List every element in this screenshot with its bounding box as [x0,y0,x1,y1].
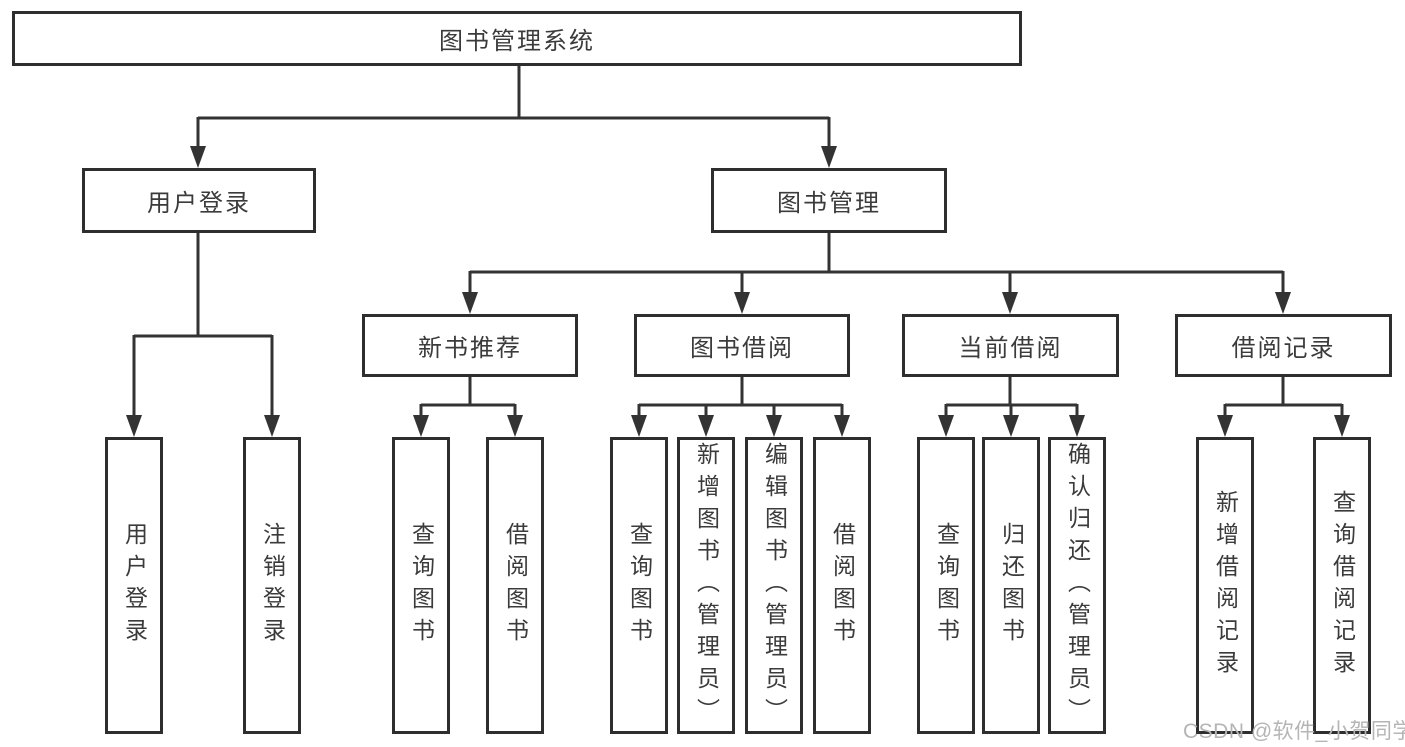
leaf-label: 注销登录 [259,521,286,650]
watermark: CSDN @软件_小贺同学 [1183,720,1405,743]
node-book-borrow: 图书借阅 [634,314,850,377]
node-label: 用户登录 [147,190,251,217]
leaf-label: 查询图书 [408,521,435,650]
leaf-add-borrow-record: 新增借阅记录 [1196,437,1254,734]
leaf-query-borrow-record: 查询借阅记录 [1313,437,1371,734]
leaf-return-book: 归还图书 [982,437,1040,734]
leaf-query-books-1: 查询图书 [392,437,450,734]
leaf-edit-book-admin: 编辑图书（管理员） [745,437,803,734]
leaf-borrow-books-1: 借阅图书 [486,437,544,734]
leaf-label: 查询图书 [626,521,653,650]
leaf-query-books-2: 查询图书 [610,437,668,734]
node-label: 图书借阅 [690,335,794,362]
leaf-query-books-3: 查询图书 [917,437,975,734]
node-label: 当前借阅 [958,335,1063,362]
node-label: 新书推荐 [418,335,522,362]
leaf-label: 借阅图书 [829,521,856,650]
node-label: 图书管理 [777,190,881,217]
node-label: 图书管理系统 [439,28,595,55]
node-book-management: 图书管理 [711,168,947,233]
leaf-add-book-admin: 新增图书（管理员） [677,437,735,734]
node-new-book-recommend: 新书推荐 [362,314,578,377]
leaf-label: 新增借阅记录 [1212,489,1239,682]
node-user-login: 用户登录 [82,168,316,233]
leaf-label: 新增图书（管理员） [693,441,720,730]
node-root: 图书管理系统 [12,11,1022,66]
leaf-borrow-books-2: 借阅图书 [813,437,871,734]
node-borrow-records: 借阅记录 [1175,314,1392,377]
leaf-label: 确认归还（管理员） [1064,441,1091,730]
leaf-user-login: 用户登录 [105,437,163,734]
leaf-label: 查询图书 [933,521,960,650]
arrowheads [126,146,1350,437]
leaf-label: 编辑图书（管理员） [761,441,788,730]
leaf-confirm-return-admin: 确认归还（管理员） [1048,437,1106,734]
leaf-label: 归还图书 [998,521,1025,650]
leaf-label: 查询借阅记录 [1329,489,1356,682]
leaf-label: 借阅图书 [502,521,529,650]
node-label: 借阅记录 [1231,335,1336,362]
leaf-logout: 注销登录 [243,437,301,734]
leaf-label: 用户登录 [121,521,148,650]
node-current-borrow: 当前借阅 [902,314,1119,377]
